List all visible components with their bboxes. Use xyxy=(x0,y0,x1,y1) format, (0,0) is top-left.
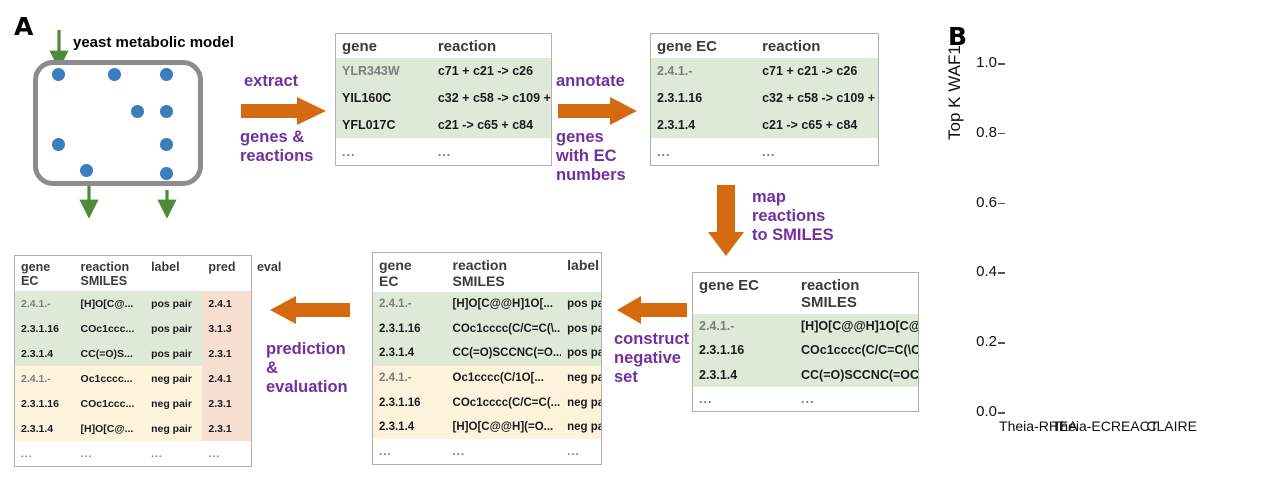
chart-y-tickmark xyxy=(998,412,1005,414)
table-row: 2.4.1.- [H]O[C@@H]1O[... pos pair xyxy=(373,292,601,317)
metabolic-model-box xyxy=(33,60,203,186)
table-row: 2.3.1.4 [H]O[C@... neg pair 2.3.1 tp xyxy=(15,416,251,441)
network-node xyxy=(131,105,144,118)
table-geneec-smiles: gene EC reaction SMILES 2.4.1.- [H]O[C@@… xyxy=(692,272,919,412)
chart-y-tick: 0.4 xyxy=(976,263,997,281)
table-row: 2.3.1.16 COc1cccc(C/C=C(... neg pair xyxy=(373,390,601,415)
col-header: label xyxy=(145,256,203,291)
table-row: YIL160C c32 + c58 -> c109 + c37 xyxy=(336,84,551,112)
chart-y-tickmark xyxy=(998,202,1005,205)
col-header: reaction SMILES xyxy=(795,273,918,314)
step-label-construct: construct negative set xyxy=(614,330,690,386)
table-row: 2.4.1.- [H]O[C@... pos pair 2.4.1 tp xyxy=(15,291,251,316)
table-gene-reaction: gene reaction YLR343W c71 + c21 -> c26 Y… xyxy=(335,33,552,166)
table-row: YLR343W c71 + c21 -> c26 xyxy=(336,58,551,85)
table-row: 2.3.1.4 CC(=O)SCCNC(=OC... xyxy=(693,362,918,387)
col-header: reaction xyxy=(756,34,878,58)
col-header: gene EC xyxy=(693,273,795,314)
chart-y-tickmark xyxy=(998,63,1005,65)
chart-y-tickmark xyxy=(998,132,1005,135)
chart-y-tickmark xyxy=(998,342,1005,344)
chart-y-tickmark xyxy=(998,272,1005,274)
arrow-right-annotate xyxy=(558,97,637,125)
step-label-prediction: prediction & evaluation xyxy=(266,340,348,396)
step-label-map: map reactions to SMILES xyxy=(752,188,834,244)
table-row: 2.3.1.4 CC(=O)S... pos pair 2.3.1 tp xyxy=(15,341,251,366)
table-row: 2.3.1.16 COc1cccc(C/C=C(\C... xyxy=(693,338,918,363)
step-label-annotate-top: annotate xyxy=(556,72,625,90)
table-row: 2.4.1.- c71 + c21 -> c26 xyxy=(651,58,878,85)
arrow-down-map xyxy=(708,185,744,256)
arrow-right-extract xyxy=(241,97,326,125)
table-row: ... ... xyxy=(336,138,551,165)
network-node xyxy=(160,138,173,151)
table-row: ... ... ... ... ... xyxy=(15,441,251,466)
table-row: ... ... ... xyxy=(373,439,601,464)
panel-b-letter: B xyxy=(948,22,967,51)
network-node xyxy=(108,68,121,81)
chart-y-tick: 1.0 xyxy=(976,54,997,71)
step-label-extract-bottom: genes & reactions xyxy=(240,128,314,165)
network-node xyxy=(52,138,65,151)
model-title: yeast metabolic model xyxy=(73,34,234,51)
chart-x-tick: Theia-RHEA xyxy=(999,418,1078,434)
chart-x-tick: CLAIRE xyxy=(1146,418,1197,434)
chart-y-tick: 0.8 xyxy=(976,123,997,141)
table-row: 2.4.1.- [H]O[C@@H]1O[C@... xyxy=(693,314,918,339)
col-header: gene xyxy=(336,34,432,58)
network-node xyxy=(160,105,173,118)
table-row: ... ... xyxy=(693,386,918,411)
arrow-left-construct xyxy=(617,296,687,324)
table-row: 2.3.1.16 c32 + c58 -> c109 + c37 xyxy=(651,84,878,112)
table-row: 2.4.1.- Oc1cccc... neg pair 2.4.1 fp xyxy=(15,366,251,391)
table-row: 2.3.1.4 CC(=O)SCCNC(=O... pos pair xyxy=(373,341,601,366)
table-row: 2.3.1.16 COc1ccc... pos pair 3.1.3 fn xyxy=(15,316,251,341)
col-header: label xyxy=(561,253,601,292)
arrow-left-prediction xyxy=(270,296,350,324)
chart-y-tick: 0.0 xyxy=(976,403,997,420)
step-label-annotate-bottom: genes with EC numbers xyxy=(556,128,626,184)
network-node xyxy=(160,167,173,180)
col-header: reaction xyxy=(431,34,551,58)
table-row: 2.3.1.16 COc1ccc... neg pair 2.3.1 tn xyxy=(15,391,251,416)
panel-a-letter: A xyxy=(14,12,33,41)
col-header: pred xyxy=(202,256,251,291)
chart-x-tick: Theia-ECREACT xyxy=(1051,418,1159,434)
table-row: YFL017C c21 -> c65 + c84 xyxy=(336,111,551,139)
network-node xyxy=(80,164,93,177)
table-row: ... ... xyxy=(651,138,878,165)
step-label-extract-top: extract xyxy=(244,72,299,90)
table-geneec-reaction: gene EC reaction 2.4.1.- c71 + c21 -> c2… xyxy=(650,33,879,166)
table-row: 2.3.1.4 [H]O[C@@H](=O... neg pair xyxy=(373,414,601,440)
chart-y-tick: 0.2 xyxy=(976,333,997,351)
table-row: 2.3.1.16 COc1cccc(C/C=C(\... pos pair xyxy=(373,316,601,342)
network-node xyxy=(52,68,65,81)
col-header: gene EC xyxy=(651,34,757,58)
table-row: 2.4.1.- Oc1cccc(C/1O[... neg pair xyxy=(373,365,601,391)
chart-y-tick: 0.6 xyxy=(976,193,997,211)
table-row: 2.3.1.4 c21 -> c65 + c84 xyxy=(651,111,878,139)
network-node xyxy=(160,68,173,81)
